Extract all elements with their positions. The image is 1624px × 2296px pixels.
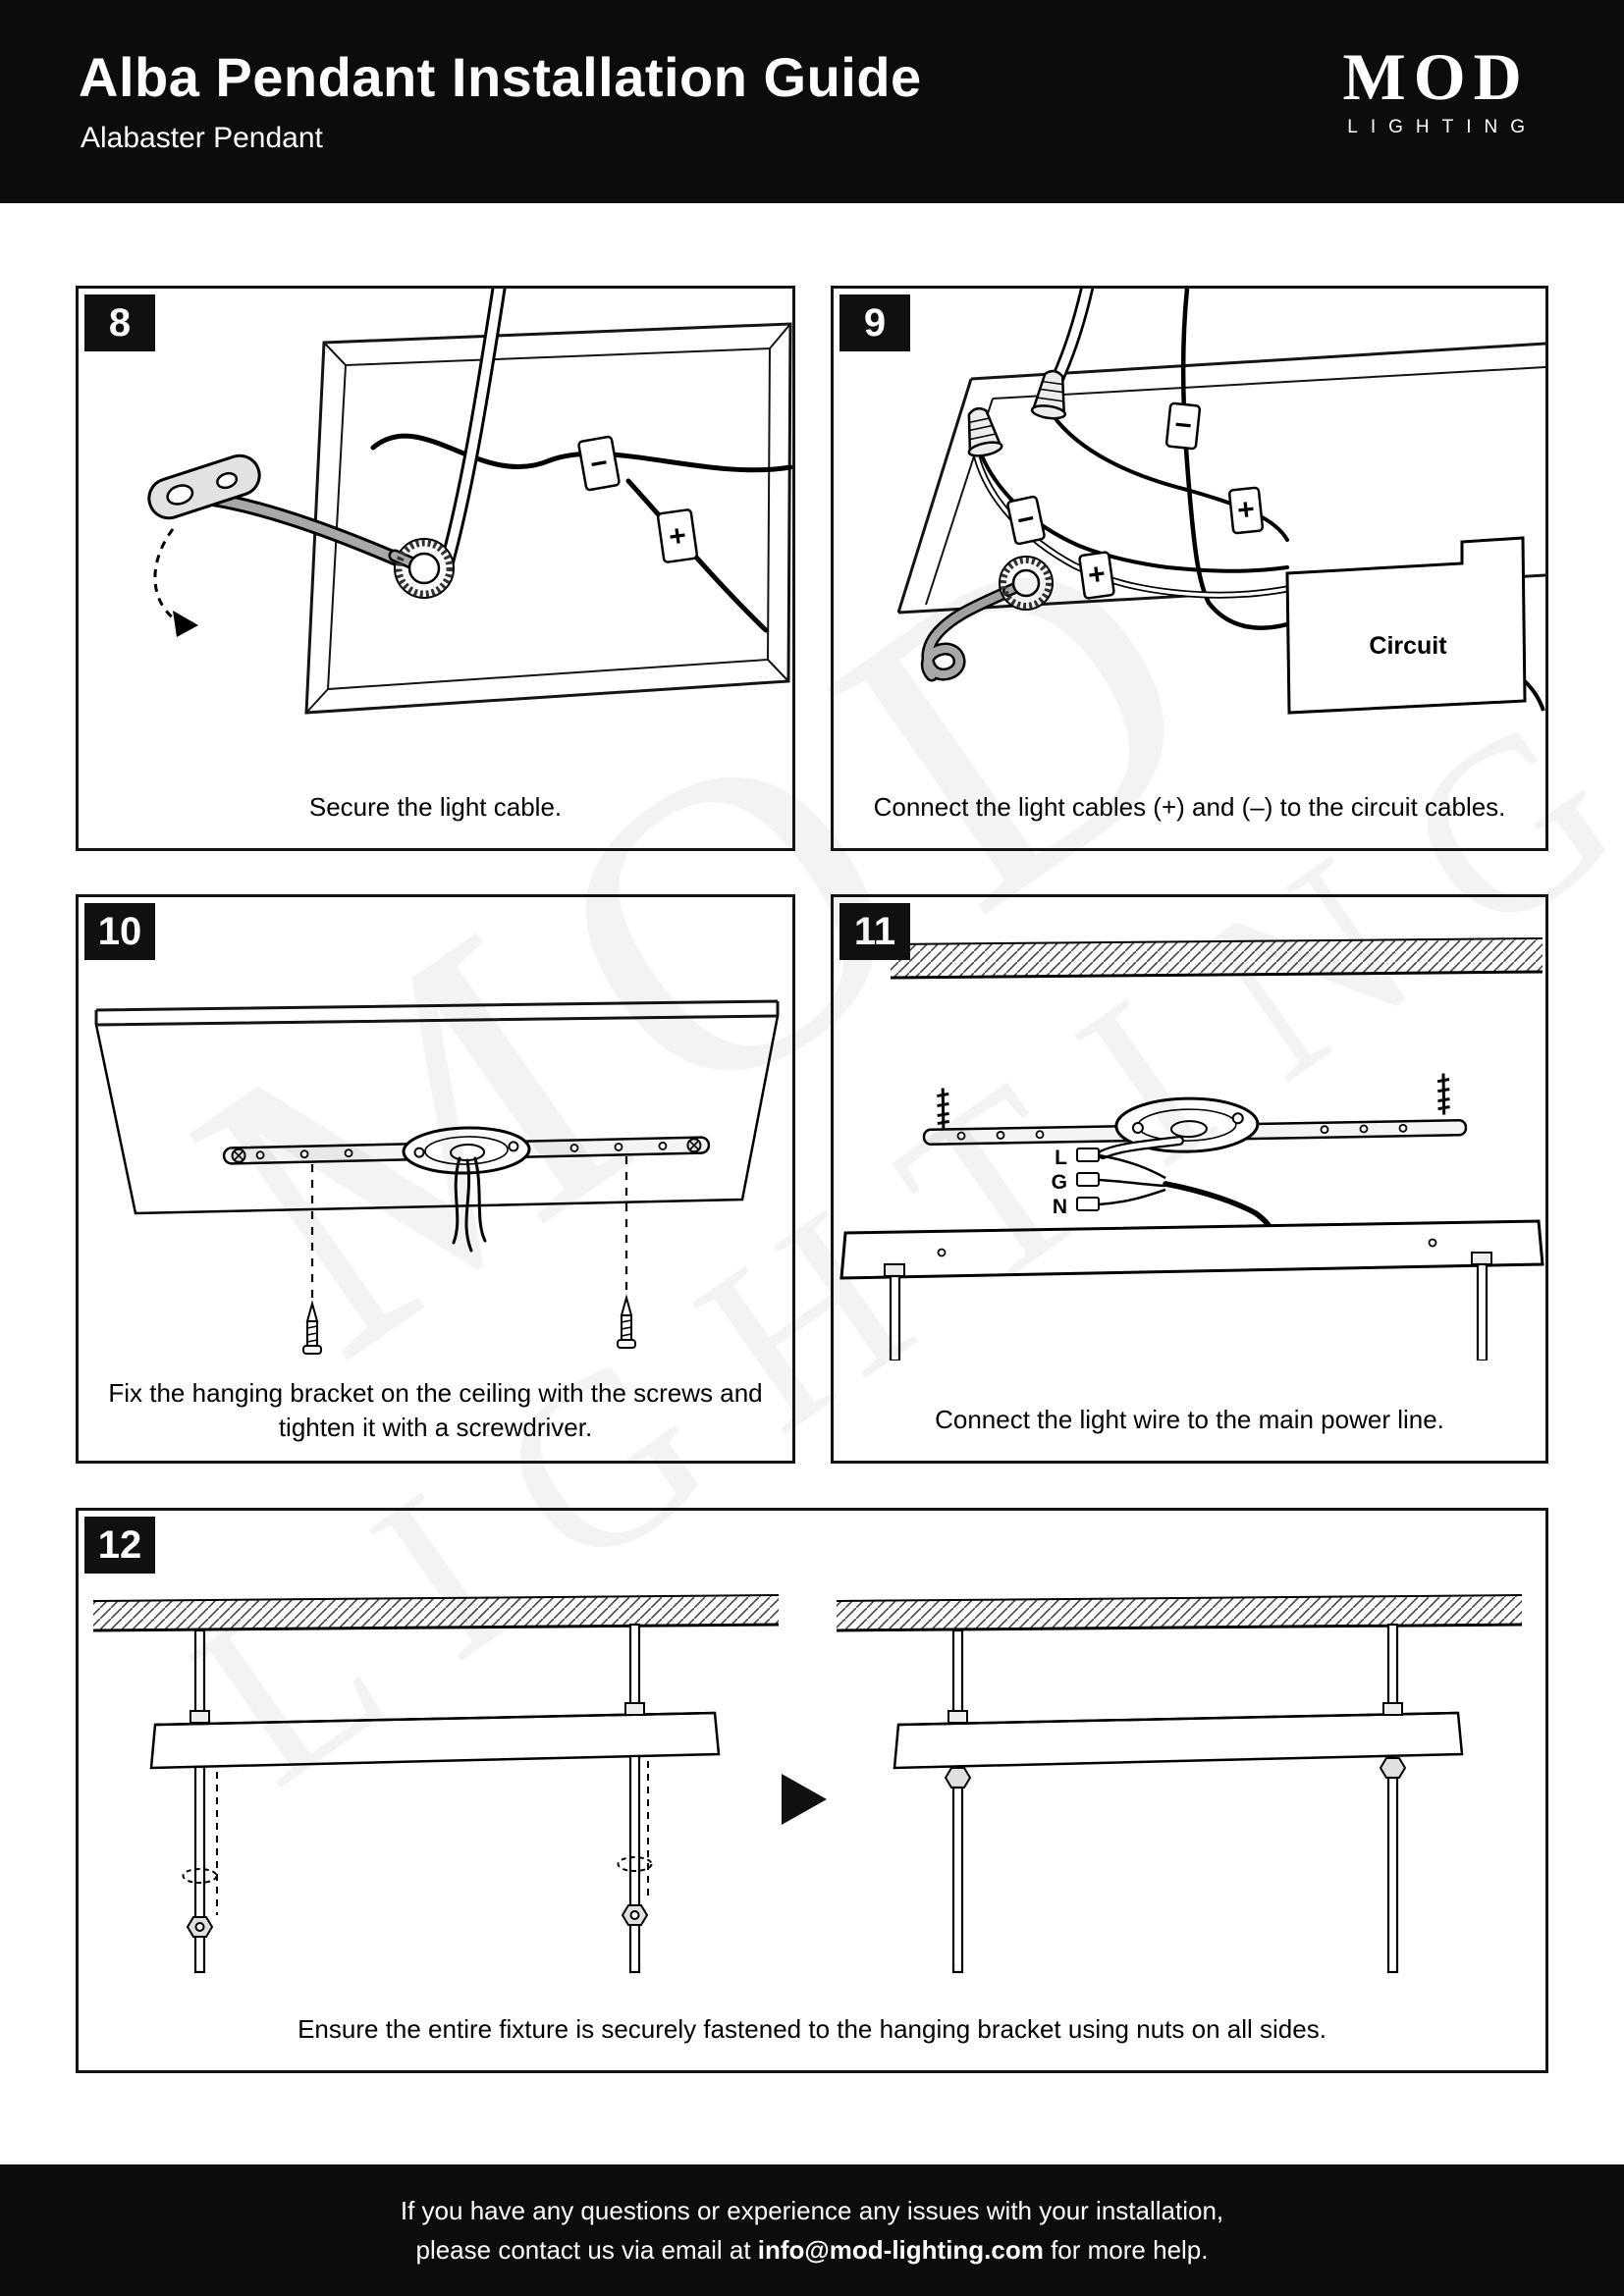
brand-logo-sub: LIGHTING: [1347, 117, 1538, 137]
cable-grommet: [999, 556, 1054, 611]
junction-box: [304, 322, 792, 715]
step-8-diagram: − +: [147, 289, 792, 715]
page-title: Alba Pendant Installation Guide: [79, 46, 922, 108]
light-cable: [434, 289, 507, 589]
screw-icon: [617, 1294, 636, 1349]
before-fastening-drawing: [92, 1594, 780, 1974]
minus-tag: −: [1006, 495, 1046, 546]
header: Alba Pendant Installation Guide Alabaste…: [0, 0, 1624, 203]
plus-label: +: [667, 519, 688, 554]
wire-nut-icon: [1030, 369, 1067, 420]
terminal-n-label: N: [1053, 1196, 1067, 1218]
step-12-caption: Ensure the entire fixture is securely fa…: [298, 2013, 1326, 2044]
canopy-plate: [402, 1126, 531, 1175]
fixture-body: [839, 1219, 1544, 1280]
main-power-cable: [1163, 1181, 1272, 1230]
footer-line1: If you have any questions or experience …: [400, 2195, 1224, 2225]
step-11-number-badge: 11: [839, 903, 910, 960]
hanging-bracket: [222, 1126, 711, 1175]
wire-nut-icon: [967, 406, 1003, 457]
step-10-panel: 10: [76, 894, 795, 1464]
canopy-plate: [1114, 1096, 1260, 1153]
step-10-number-badge: 10: [84, 903, 155, 960]
step-12-panel: 12: [76, 1508, 1548, 2073]
canopy-wire: [1098, 1136, 1184, 1159]
hex-nut-icon: [944, 1767, 972, 1789]
step-9-panel: 9: [831, 286, 1548, 851]
brand-logo: MOD LIGHTING: [1334, 43, 1538, 138]
hanging-rods: [889, 1262, 1489, 1361]
circuit-label: Circuit: [1369, 632, 1447, 660]
circuit-box: Circuit: [1285, 536, 1545, 715]
wire-terminals: L G N: [1052, 1147, 1166, 1218]
hex-nut-icon: [186, 1916, 214, 1938]
step-10-caption: Fix the hanging bracket on the ceiling w…: [108, 1377, 763, 1442]
minus-tag: −: [1164, 401, 1202, 451]
step-9-diagram: Circuit − + − +: [896, 289, 1545, 715]
light-cable: [1051, 289, 1094, 386]
step-9-caption: Connect the light cables (+) and (–) to …: [873, 791, 1506, 822]
cable-grommet: [388, 538, 455, 599]
fixture-canopy: [893, 1711, 1464, 1770]
footer-line2-prefix: please contact us via email at: [415, 2234, 758, 2265]
footer: If you have any questions or experience …: [0, 2164, 1624, 2296]
terminal-l-label: L: [1055, 1147, 1067, 1169]
fixture-wires: [452, 1156, 487, 1253]
step-10-diagram: [94, 999, 780, 1355]
step-8-caption: Secure the light cable.: [308, 791, 563, 822]
step-11-panel: 11: [831, 894, 1548, 1464]
plus-tag: +: [1227, 486, 1265, 535]
footer-email[interactable]: info@mod-lighting.com: [757, 2234, 1044, 2265]
step-9-number-badge: 9: [839, 294, 910, 351]
step-11-caption: Connect the light wire to the main power…: [935, 1404, 1444, 1434]
cable-clamp: [147, 454, 261, 520]
after-fastening-drawing: [836, 1594, 1523, 1974]
ground-cable: [920, 576, 1033, 682]
plus-label: +: [1086, 558, 1108, 592]
hex-nut-icon: [621, 1904, 649, 1926]
plus-tag: +: [656, 508, 699, 563]
screw-icon: [302, 1300, 322, 1355]
page-subtitle: Alabaster Pendant: [81, 122, 323, 154]
plus-tag: +: [1078, 551, 1115, 600]
step-12-diagram: [92, 1594, 1523, 1974]
ceiling-panel: [94, 999, 780, 1215]
step-12-number-badge: 12: [84, 1517, 155, 1574]
arrow-right-icon: [782, 1774, 827, 1825]
rotate-arrow-icon: [153, 528, 198, 637]
brand-logo-word: MOD: [1342, 39, 1530, 114]
terminal-g-label: G: [1052, 1171, 1067, 1194]
rotate-hint-icon: [182, 1868, 218, 1884]
alignment-guides: [310, 1156, 628, 1302]
step-8-number-badge: 8: [84, 294, 155, 351]
footer-line2-suffix: for more help.: [1043, 2234, 1209, 2265]
minus-label: −: [1173, 408, 1194, 443]
step-11-diagram: L G N: [839, 937, 1544, 1361]
minus-label: −: [588, 447, 611, 482]
hex-nut-icon: [1379, 1757, 1407, 1779]
hanging-bracket: [922, 1073, 1468, 1153]
minus-tag: −: [577, 435, 621, 492]
ceiling-hatch: [890, 937, 1543, 980]
rotate-hint-icon: [617, 1856, 653, 1872]
step-8-panel: 8: [76, 286, 795, 851]
plus-label: +: [1236, 493, 1257, 527]
footer-line2: please contact us via email at info@mod-…: [415, 2235, 1208, 2266]
circuit-cable: [1180, 289, 1288, 630]
